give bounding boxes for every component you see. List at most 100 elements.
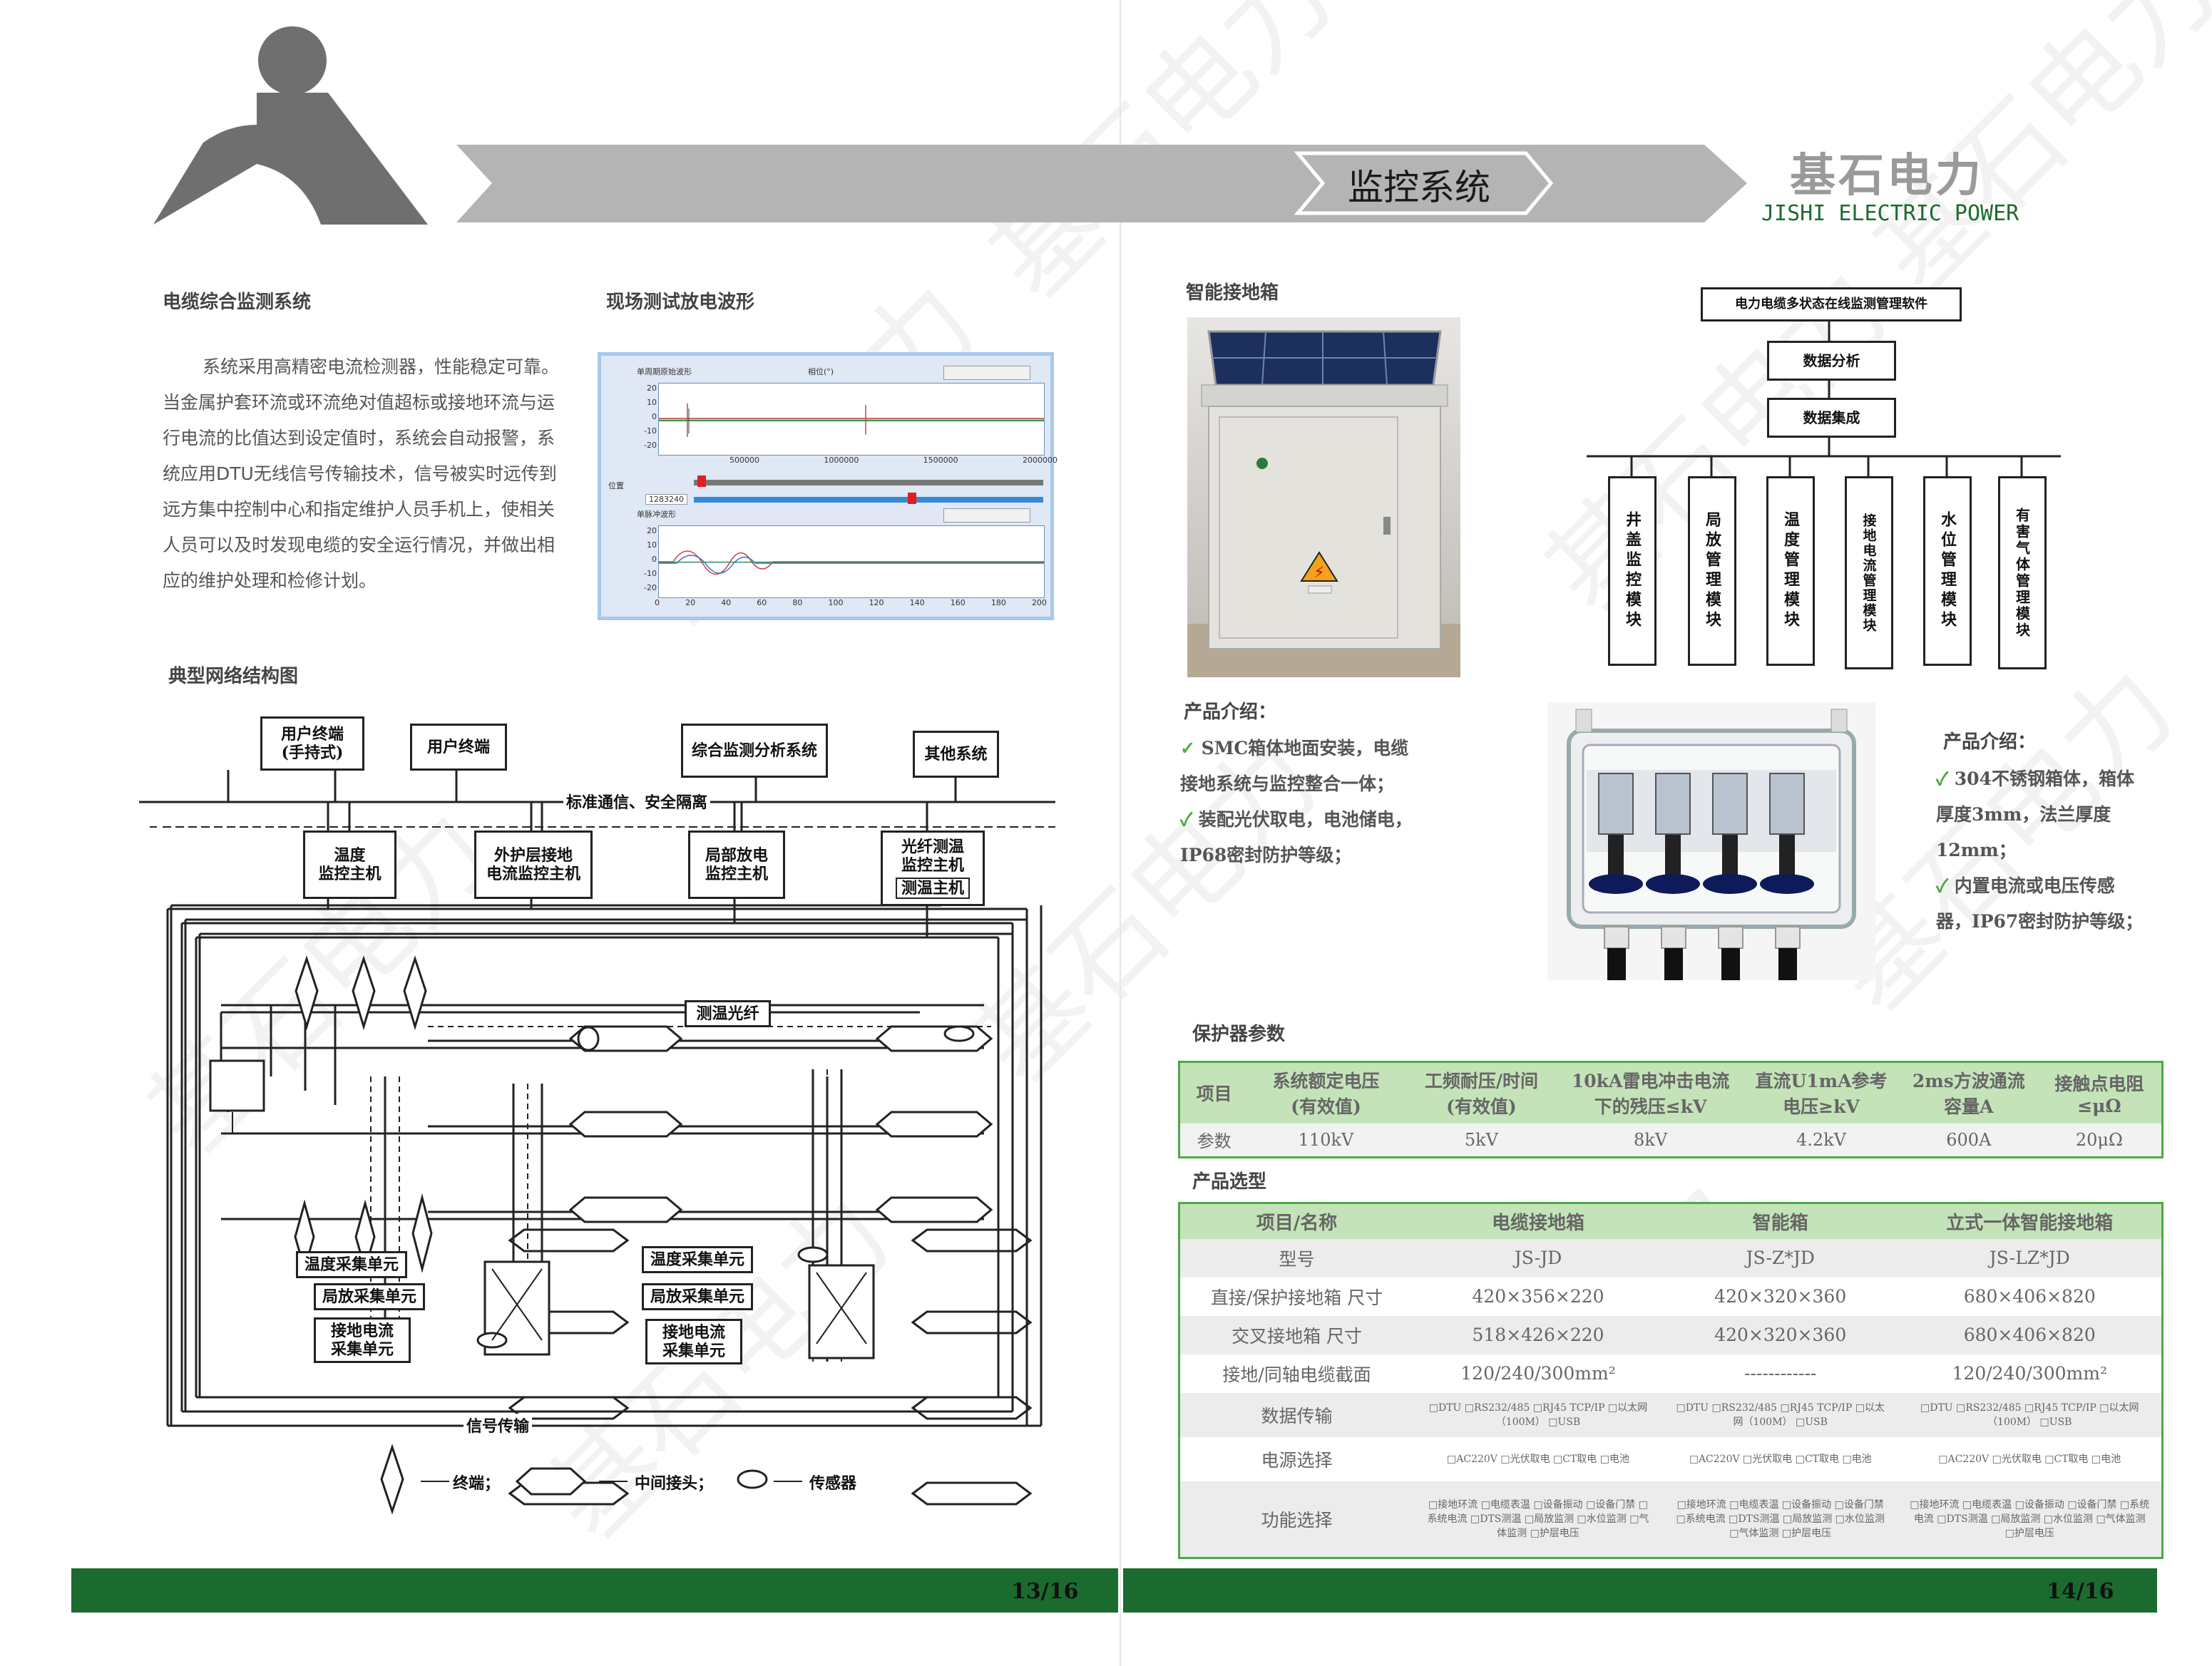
box-intro-title: 产品介绍： [1184,701,1277,723]
ytick: 0 [652,555,657,564]
select-cell: □AC220V □光伏取电 □CT取电 □电池 [1447,1453,1629,1465]
select-cell: 电源选择 [1261,1449,1333,1471]
select-cell: 680×406×820 [1963,1325,2096,1345]
section-title-network: 典型网络结构图 [168,666,299,687]
check-icon: ✓ [1936,768,1955,789]
warning-icon: ⚡ [1314,564,1324,582]
fiber-label: 测温光纤 [685,1000,771,1027]
xtick: 20 [685,598,696,607]
position-slider-2[interactable] [694,497,1043,503]
module-ground-current: 接地电流管理模块 [1845,476,1893,669]
select-cell: □DTU □RS232/485 □RJ45 TCP/IP □以太网（100M） … [1676,1402,1885,1428]
node-sheath-host: 外护层接地 电流监控主机 [474,831,593,899]
params-value-cell: 5kV [1464,1129,1498,1150]
xtick: 2000000 [1022,456,1058,465]
check-icon: ✓ [1180,809,1199,830]
params-value-cell: 20μΩ [2075,1129,2123,1150]
select-cell: □接地环流 □电缆表温 □设备振动 □设备门禁 □系统电流 □DTS测温 □局放… [1676,1498,1885,1539]
select-cell: 数据传输 [1261,1405,1333,1426]
legend-joint-label: 中间接头； [635,1474,714,1493]
waveform-toolbar-bottom[interactable] [943,508,1030,523]
xtick: 200 [1031,598,1047,607]
select-cell: 420×320×360 [1714,1325,1847,1345]
ytick: -20 [644,441,657,450]
network-diagram-body [139,766,1055,1515]
node-ground-unit-1: 接地电流 采集单元 [314,1317,411,1363]
node-ground-unit-2: 接地电流 采集单元 [645,1319,742,1364]
check-icon: ✓ [1936,875,1955,896]
xtick: 40 [721,598,732,607]
ytick: 20 [647,526,657,535]
select-row: 电源选择 □AC220V □光伏取电 □CT取电 □电池 □AC220V □光伏… [1179,1436,2163,1481]
page-divider [1120,0,1121,1666]
waveform-phase-label: 相位(°) [808,367,834,376]
params-header-row: 项目 系统额定电压(有效值) 工频耐压/时间(有效值) 10kA雷电冲击电流下的… [1179,1061,2163,1123]
xtick: 500000 [729,456,759,465]
fiber-host-top-label: 光纤测温 监控主机 [901,838,964,875]
select-cell: 420×356×220 [1472,1286,1604,1307]
legend-terminal-label: 终端； [453,1474,501,1493]
position-slider-2-thumb[interactable] [908,493,916,504]
params-value-cell: 600A [1946,1129,1992,1150]
page-title: 监控系统 [1348,167,1490,208]
select-cell: JS-LZ*JD [1989,1248,2070,1268]
select-cell: □AC220V □光伏取电 □CT取电 □电池 [1938,1453,2121,1465]
page-number-left: 13/16 [1011,1579,1079,1604]
waveform-top-label: 单周期原始波形 [637,367,692,376]
select-cell: 120/240/300mm² [1952,1363,2107,1384]
params-header-cell: 系统额定电压(有效值) [1272,1071,1380,1118]
logo-icon [153,26,428,225]
box-intro-item: ✓ SMC箱体地面安装，电缆接地系统与监控整合一体； [1180,738,1409,794]
xtick: 0 [655,598,660,607]
select-table: 项目/名称 电缆接地箱 智能箱 立式一体智能接地箱 型号 JS-JD JS-Z*… [1178,1202,2164,1559]
module-manhole: 井盖监控模块 [1608,476,1657,666]
check-icon: ✓ [1180,738,1202,759]
node-user-terminal: 用户终端 [410,724,507,771]
params-header-cell: 项目 [1196,1084,1232,1105]
select-cell: 518×426×220 [1472,1325,1604,1345]
ytick: -10 [644,426,657,436]
module-pd: 局放管理模块 [1688,476,1736,666]
ytick: 10 [647,398,657,407]
section-title-waveform: 现场测试放电波形 [606,292,755,313]
waveform-top-yticks: 20 10 0 -10 -20 [642,381,657,453]
params-value-cell: 4.2kV [1796,1129,1846,1150]
select-header-cell: 立式一体智能接地箱 [1946,1212,2114,1234]
position-slider-1[interactable] [694,480,1043,485]
legend-sensor-label: 传感器 [809,1474,857,1493]
waveform-toolbar-top[interactable] [943,366,1030,380]
waveform-bottom-xticks: 0 20 40 60 80 100 120 140 160 180 200 [655,598,1047,607]
module-water: 水位管理模块 [1923,476,1972,666]
select-row: 接地/同轴电缆截面 120/240/300mm² ------------ 12… [1179,1354,2163,1393]
select-cell: JS-Z*JD [1746,1248,1815,1268]
select-cell: □接地环流 □电缆表温 □设备振动 □设备门禁 □系统电流 □DTS测温 □局放… [1427,1498,1649,1539]
params-title: 保护器参数 [1192,1024,1286,1045]
header-band [456,145,1747,222]
brand-name-en: JISHI ELECTRIC POWER [1761,201,2019,226]
select-cell: □DTU □RS232/485 □RJ45 TCP/IP □以太网（100M） … [1428,1402,1648,1428]
params-header-cell: 10kA雷电冲击电流下的残压≤kV [1571,1071,1730,1118]
position-value: 1283240 [645,494,687,505]
params-header-cell: 接触点电阻≤μΩ [2054,1073,2144,1116]
smart-box-photo: ⚡ [1187,317,1460,677]
ytick: 10 [647,540,657,550]
select-cell: □AC220V □光伏取电 □CT取电 □电池 [1689,1453,1872,1465]
xtick: 160 [950,598,966,607]
select-cell: □DTU □RS232/485 □RJ45 TCP/IP □以太网（100M） … [1920,1402,2139,1428]
ytick: -10 [644,569,657,578]
select-row: 直接/保护接地箱 尺寸 420×356×220 420×320×360 680×… [1179,1277,2163,1316]
params-header-cell: 工频耐压/时间(有效值) [1424,1071,1538,1118]
node-other-system: 其他系统 [913,731,999,778]
stainless-box-photo [1547,702,1875,980]
steel-intro-item: ✓ 304不锈钢箱体，箱体厚度3mm，法兰厚度12mm； [1936,768,2134,860]
select-cell: 交叉接地箱 尺寸 [1232,1325,1363,1347]
module-gas: 有害气体管理模块 [1998,476,2047,669]
position-slider-1-thumb[interactable] [697,475,706,487]
select-cell: 型号 [1279,1248,1315,1270]
xtick: 1500000 [923,456,958,465]
node-fiber-host: 光纤测温 监控主机 测温主机 [881,831,985,906]
waveform-bottom-label: 单脉冲波形 [637,510,676,519]
xtick: 140 [909,598,925,607]
waveform-plot-top [658,383,1045,456]
node-temp-unit-1: 温度采集单元 [296,1251,407,1278]
